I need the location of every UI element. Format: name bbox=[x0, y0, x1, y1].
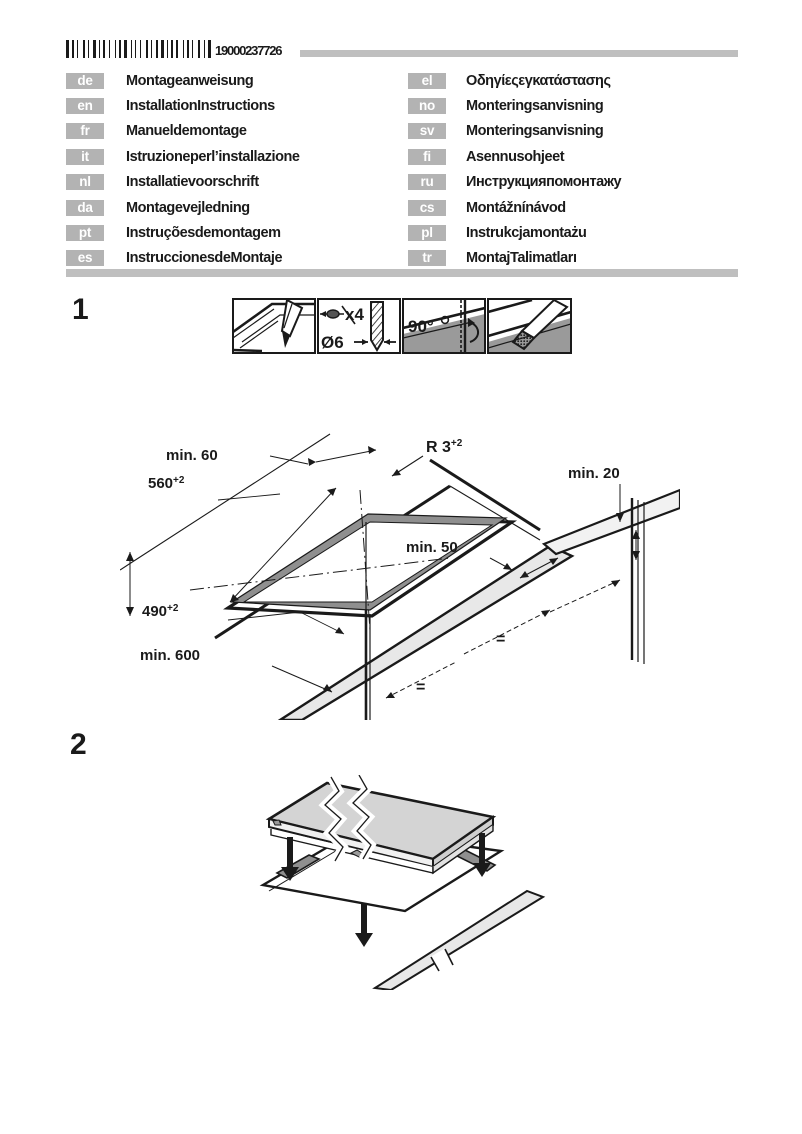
language-title: MontajTalimatları bbox=[466, 250, 577, 267]
language-row-fr: fr Manueldemontage bbox=[66, 119, 300, 144]
language-row-pt: pt Instruçõesdemontagem bbox=[66, 220, 300, 245]
dimension-min-60: min. 60 bbox=[166, 446, 377, 466]
label-min-50: min. 50 bbox=[406, 539, 458, 556]
language-list-left: de Montageanweisung en InstallationInstruct… bbox=[66, 68, 300, 271]
label-radius: R 3 bbox=[426, 439, 451, 456]
pictogram-cut-worktop bbox=[233, 299, 315, 353]
worktop-front-strip bbox=[372, 889, 546, 990]
language-title: Asennusohjeet bbox=[466, 148, 565, 165]
language-code-badge: de bbox=[66, 72, 104, 89]
barcode-header: 19000237726 bbox=[66, 38, 283, 58]
language-row-ru: ru Инструкцияпомонтажу bbox=[408, 170, 622, 195]
language-title: Instrukcjamontażu bbox=[466, 225, 587, 242]
language-row-cs: cs Montážnínávod bbox=[408, 195, 621, 220]
language-title: Installatievoorschrift bbox=[126, 174, 259, 191]
language-code-badge: el bbox=[408, 72, 446, 89]
language-title: Istruzioneperl’installazione bbox=[126, 148, 300, 165]
label-min-20: min. 20 bbox=[568, 465, 620, 482]
dimension-min-600: min. 600 bbox=[140, 647, 333, 693]
cabinet-wall-lines bbox=[364, 498, 645, 720]
language-code-badge: ru bbox=[408, 174, 446, 191]
pictogram-angle-check: 90° bbox=[403, 299, 485, 353]
drill-count-label: x4 bbox=[345, 305, 364, 324]
language-code-badge: sv bbox=[408, 123, 446, 140]
header-divider-bar bbox=[300, 50, 738, 57]
step-2-hob-insertion-diagram bbox=[255, 775, 555, 990]
language-title: Manueldemontage bbox=[126, 123, 247, 140]
step-number-1: 1 bbox=[72, 293, 89, 326]
label-560-tolerance: +2 bbox=[173, 475, 185, 486]
worktop-cutout-dimension-diagram: min. 60 560+2 R 3+2 min. 20 bbox=[120, 430, 680, 720]
language-code-badge: tr bbox=[408, 250, 446, 267]
language-row-it: it Istruzioneperl’installazione bbox=[66, 144, 300, 169]
svg-text:490+2: 490+2 bbox=[142, 603, 179, 620]
language-row-pl: pl Instrukcjamontażu bbox=[408, 220, 621, 245]
insertion-arrows bbox=[281, 833, 491, 947]
dimension-560: 560+2 bbox=[148, 475, 337, 603]
dimension-radius: R 3+2 bbox=[391, 438, 463, 477]
language-title: Instruçõesdemontagem bbox=[126, 225, 281, 242]
dimension-min-20: min. 20 bbox=[568, 465, 640, 560]
dimension-490: 490+2 bbox=[126, 552, 345, 635]
language-row-sv: sv Monteringsanvisning bbox=[408, 119, 621, 144]
language-code-badge: pl bbox=[408, 225, 446, 242]
language-row-no: no Monteringsanvisning bbox=[408, 93, 621, 118]
language-row-en: en InstallationInstructions bbox=[66, 93, 300, 118]
language-title: Montážnínávod bbox=[466, 199, 566, 216]
step-1-pictogram-strip: x4 Ø6 90° bbox=[232, 298, 572, 354]
language-code-badge: pt bbox=[66, 225, 104, 242]
language-code-badge: nl bbox=[66, 174, 104, 191]
language-title: InstruccionesdeMontaje bbox=[126, 250, 283, 267]
label-560: 560 bbox=[148, 475, 173, 492]
step-number-2: 2 bbox=[70, 728, 87, 761]
language-code-badge: no bbox=[408, 98, 446, 115]
language-title: InstallationInstructions bbox=[126, 98, 275, 115]
language-title: Montageanweisung bbox=[126, 72, 254, 89]
label-min-60: min. 60 bbox=[166, 447, 218, 464]
language-row-tr: tr MontajTalimatları bbox=[408, 246, 621, 271]
dimension-min-50: min. 50 bbox=[406, 539, 559, 579]
language-title: Montagevejledning bbox=[126, 199, 250, 216]
pictogram-drill-holes: x4 Ø6 bbox=[318, 299, 400, 353]
language-title: Инструкцияпомонтажу bbox=[466, 174, 622, 191]
barcode-graphic bbox=[66, 40, 214, 58]
svg-text:560+2: 560+2 bbox=[148, 475, 185, 492]
label-min-600: min. 600 bbox=[140, 647, 200, 664]
language-title: Monteringsanvisning bbox=[466, 123, 604, 140]
label-490: 490 bbox=[142, 603, 167, 620]
language-row-fi: fi Asennusohjeet bbox=[408, 144, 621, 169]
language-row-da: da Montagevejledning bbox=[66, 195, 300, 220]
language-code-badge: it bbox=[66, 148, 104, 165]
language-row-el: el Οδηγίεςεγκατάστασης bbox=[408, 68, 621, 93]
angle-label: 90° bbox=[408, 317, 434, 336]
worktop-right-slab bbox=[541, 488, 680, 556]
equality-mark-lower: = bbox=[416, 679, 425, 696]
language-row-de: de Montageanweisung bbox=[66, 68, 300, 93]
svg-text:R 3+2: R 3+2 bbox=[426, 438, 463, 456]
equality-marks: = = bbox=[385, 579, 621, 699]
drill-diameter-label: Ø6 bbox=[321, 333, 344, 352]
language-code-badge: fr bbox=[66, 123, 104, 140]
cutout-opening bbox=[223, 513, 518, 618]
barcode-number: 19000237726 bbox=[215, 43, 283, 58]
language-code-badge: fi bbox=[408, 148, 446, 165]
language-row-nl: nl Installatievoorschrift bbox=[66, 170, 300, 195]
label-490-tolerance: +2 bbox=[167, 603, 179, 614]
equality-mark-upper: = bbox=[496, 631, 505, 648]
language-title: Οδηγίεςεγκατάστασης bbox=[466, 72, 611, 89]
language-code-badge: es bbox=[66, 250, 104, 267]
label-radius-tolerance: +2 bbox=[451, 438, 463, 449]
pictogram-seal-edges bbox=[488, 299, 571, 353]
language-title: Monteringsanvisning bbox=[466, 98, 604, 115]
language-code-badge: en bbox=[66, 98, 104, 115]
language-code-badge: da bbox=[66, 199, 104, 216]
section-divider-bar bbox=[66, 269, 738, 277]
language-row-es: es InstruccionesdeMontaje bbox=[66, 246, 300, 271]
centre-axis-lines bbox=[189, 489, 451, 631]
language-code-badge: cs bbox=[408, 199, 446, 216]
hob-appliance bbox=[265, 775, 497, 875]
